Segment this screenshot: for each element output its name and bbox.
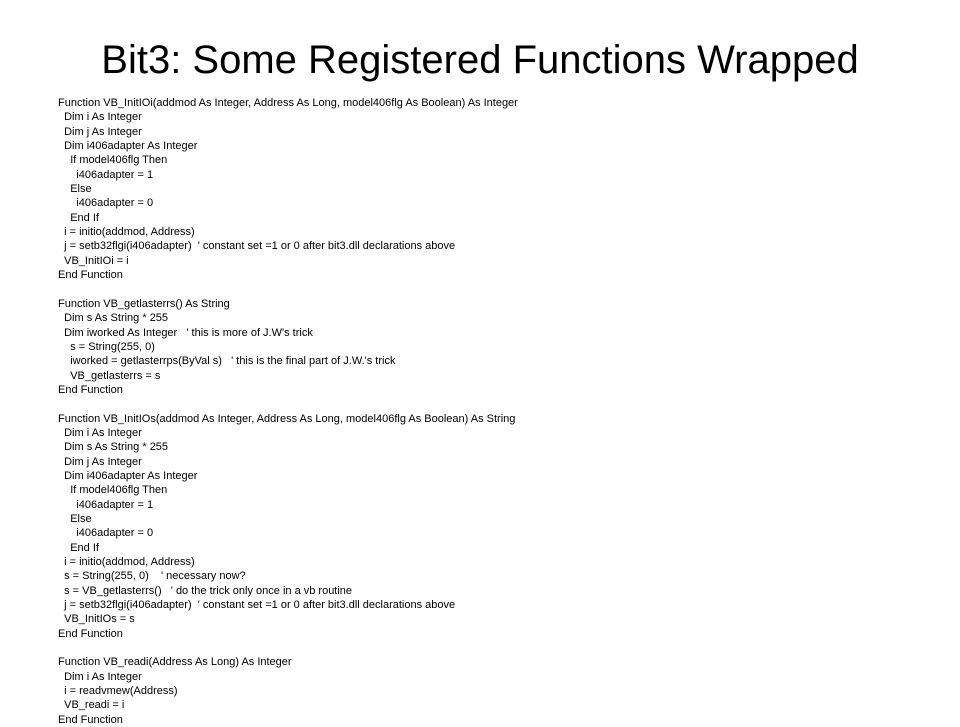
code-line: Function VB_getlasterrs() As String — [58, 297, 230, 310]
code-line: s = VB_getlasterrs() ' do the trick only… — [58, 584, 353, 597]
code-line: Else — [58, 512, 92, 525]
slide-title: Bit3: Some Registered Functions Wrapped — [101, 38, 859, 82]
code-line: Dim i As Integer — [58, 426, 142, 439]
code-line: Function VB_InitIOi(addmod As Integer, A… — [58, 97, 518, 109]
code-line: Function VB_readi(Address As Long) As In… — [58, 656, 292, 669]
code-line: i406adapter = 1 — [58, 168, 154, 181]
code-line: End Function — [58, 627, 123, 640]
code-line: End If — [58, 211, 99, 224]
code-line: i = initio(addmod, Address) — [58, 226, 195, 239]
code-line: Dim s As String * 255 — [58, 312, 169, 325]
code-line: s = String(255, 0) — [58, 340, 155, 353]
code-line: Dim s As String * 255 — [58, 441, 169, 454]
code-line: VB_getlasterrs = s — [58, 369, 161, 382]
code-line: If model406flg Then — [58, 484, 168, 497]
code-line: Else — [58, 183, 92, 196]
code-line — [58, 282, 938, 296]
code-line: End Function — [58, 383, 123, 396]
code-line: VB_InitIOs = s — [58, 613, 135, 626]
code-listing: Function VB_InitIOi(addmod As Integer, A… — [58, 96, 938, 727]
code-line: If model406flg Then — [58, 154, 168, 167]
code-line: j = setb32flgi(i406adapter) ' constant s… — [58, 240, 456, 253]
code-line — [58, 641, 938, 655]
code-line: Function VB_InitIOs(addmod As Integer, A… — [58, 412, 516, 425]
code-line: Dim i As Integer — [58, 670, 142, 683]
code-line: i406adapter = 0 — [58, 197, 154, 210]
code-line: Dim j As Integer — [58, 125, 142, 138]
code-line: Dim iworked As Integer ' this is more of… — [58, 326, 313, 339]
code-line: iworked = getlasterrps(ByVal s) ' this i… — [58, 355, 396, 368]
code-line: VB_readi = i — [58, 699, 125, 712]
code-line: End Function — [58, 269, 123, 282]
code-line: i = initio(addmod, Address) — [58, 556, 195, 568]
code-line: i406adapter = 1 — [58, 498, 154, 511]
code-line: Dim j As Integer — [58, 455, 142, 468]
code-line: Dim i406adapter As Integer — [58, 469, 198, 482]
code-line: i = readvmew(Address) — [58, 685, 178, 698]
code-line: i406adapter = 0 — [58, 527, 154, 540]
code-line: Dim i406adapter As Integer — [58, 140, 198, 153]
code-line — [58, 397, 938, 411]
code-line: s = String(255, 0) ' necessary now? — [58, 570, 246, 583]
code-line: Dim i As Integer — [58, 111, 142, 124]
code-line: End If — [58, 541, 99, 554]
code-line: VB_InitIOi = i — [58, 254, 129, 267]
code-line: j = setb32flgi(i406adapter) ' constant s… — [58, 599, 456, 612]
